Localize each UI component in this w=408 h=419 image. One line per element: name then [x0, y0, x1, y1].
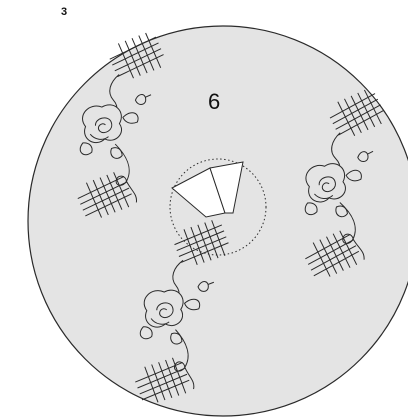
center-guide-circle — [169, 158, 267, 256]
center-cutout — [169, 158, 267, 256]
page-number: 3 — [61, 6, 68, 18]
cutout-wedge-right — [209, 161, 244, 214]
disc-outline — [27, 25, 408, 417]
disc-number: 6 — [208, 89, 220, 114]
